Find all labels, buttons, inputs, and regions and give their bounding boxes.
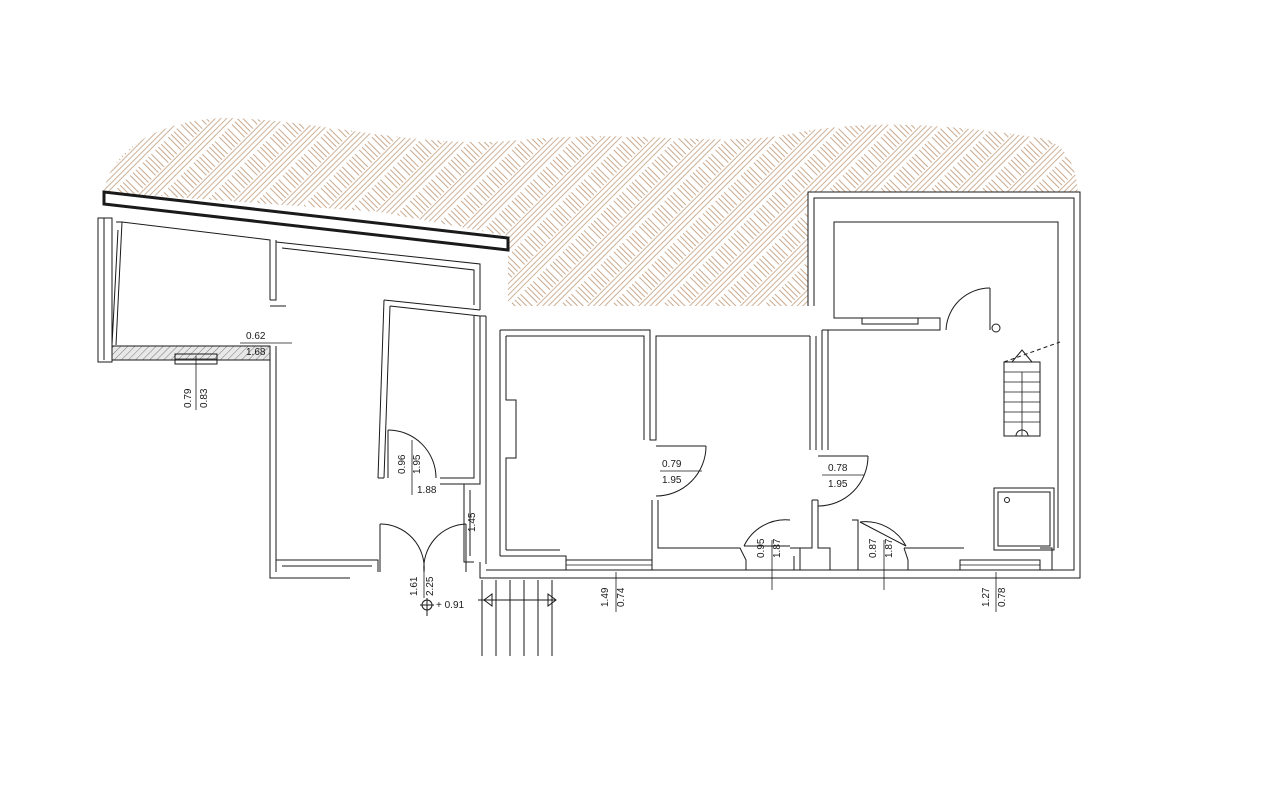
hatched-wall-strip <box>111 345 271 361</box>
dim-0-79-window: 0.79 <box>183 388 194 408</box>
dim-0-95: 0.95 <box>756 538 767 558</box>
dim-1-95-door-left: 1.95 <box>412 454 423 474</box>
earth-hatch-area <box>104 118 1078 306</box>
dim-0-78-door: 0.78 <box>828 463 848 474</box>
dimension-labels: 0.62 1.68 0.79 0.83 0.96 1.95 1.88 1.45 … <box>183 331 1008 611</box>
dim-1-49: 1.49 <box>600 587 611 607</box>
dim-1-87-a: 1.87 <box>772 538 783 558</box>
dim-0-96: 0.96 <box>397 454 408 474</box>
dim-1-87-b: 1.87 <box>884 538 895 558</box>
walls <box>97 190 1081 579</box>
dim-1-45: 1.45 <box>467 512 478 532</box>
dim-0-87: 0.87 <box>868 538 879 558</box>
level-marker <box>420 598 434 616</box>
dim-1-68: 1.68 <box>246 347 266 358</box>
dimension-lines <box>195 342 997 612</box>
dim-2-25: 2.25 <box>425 576 436 596</box>
dim-1-95-door-right: 1.95 <box>828 479 848 490</box>
dim-1-95-door-mid: 1.95 <box>662 475 682 486</box>
doors <box>270 287 991 573</box>
dim-1-61: 1.61 <box>409 576 420 596</box>
dim-1-27: 1.27 <box>981 587 992 607</box>
entrance-steps <box>478 580 557 656</box>
dim-0-78-window: 0.78 <box>997 587 1008 607</box>
dim-0-74: 0.74 <box>616 587 627 607</box>
dim-1-88: 1.88 <box>417 485 437 496</box>
dim-0-83: 0.83 <box>199 388 210 408</box>
dim-0-62: 0.62 <box>246 331 266 342</box>
dim-0-79-door: 0.79 <box>662 459 682 470</box>
dim-level-0-91: + 0.91 <box>436 600 465 611</box>
